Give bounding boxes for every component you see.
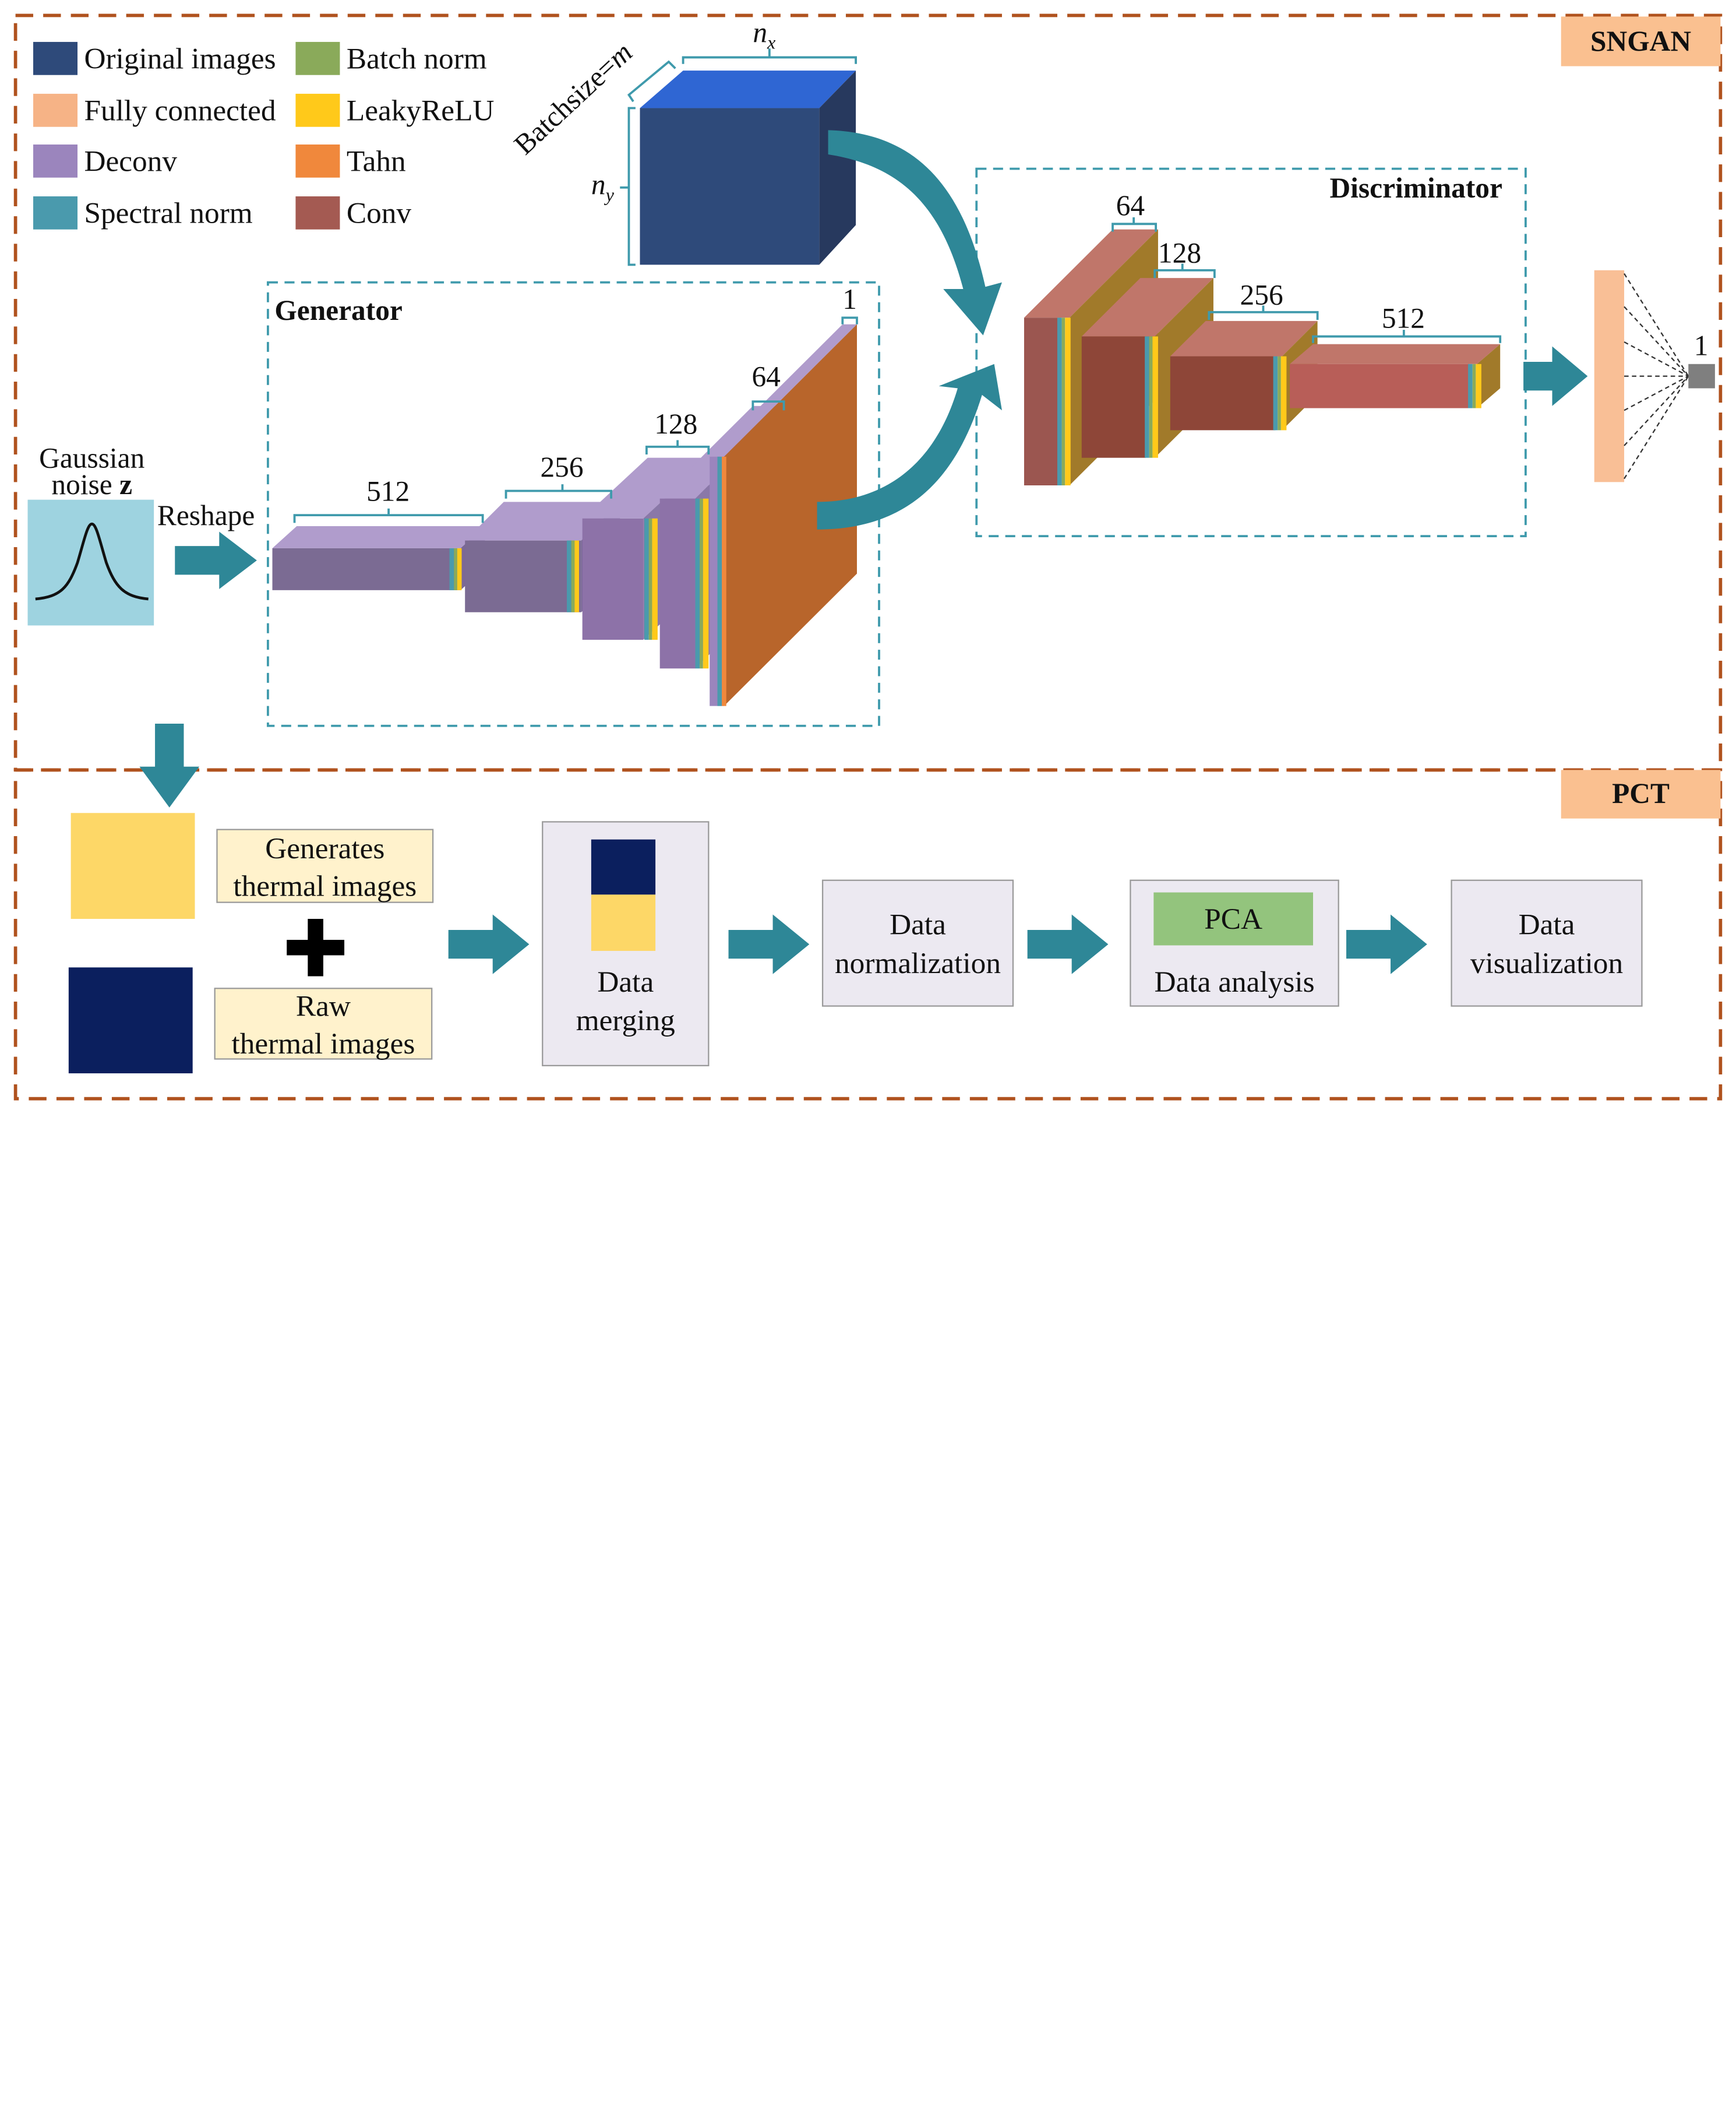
reshape-label: Reshape — [157, 499, 255, 532]
discriminator-dim-64: 64 — [1116, 189, 1145, 222]
legend-label-deconv: Deconv — [84, 145, 178, 178]
plus-horizontal — [287, 940, 345, 956]
analysis-label: Data analysis — [1154, 965, 1315, 999]
legend-swatches — [33, 41, 340, 230]
normalization-label: Data normalization — [823, 905, 1013, 983]
visualization-label: Data visualization — [1452, 905, 1642, 983]
pct-blocks — [68, 813, 1643, 1074]
down-arrow — [139, 723, 200, 808]
raw-line1: Raw — [295, 989, 351, 1023]
generates-line1: Generates — [265, 831, 385, 865]
legend-swatch-fully-connected — [33, 93, 78, 127]
generates-label-box — [216, 829, 434, 903]
legend-swatch-leakyrelu — [295, 93, 340, 127]
nx-label: nx — [753, 17, 775, 53]
pct-arrow-2 — [728, 914, 810, 974]
pca-label: PCA — [1204, 902, 1263, 936]
reshape-arrow — [175, 531, 257, 589]
pct-tag: PCT — [1561, 770, 1721, 819]
gaussian-noise-text: noise — [51, 468, 120, 501]
merging-label: Data merging — [542, 963, 708, 1041]
visualization-line2: visualization — [1470, 946, 1624, 980]
real-images-arrow — [828, 130, 1002, 336]
sngan-tag: SNGAN — [1561, 16, 1721, 66]
ny-sub: y — [605, 184, 614, 206]
legend-swatch-original-images — [33, 41, 78, 75]
legend-label-tahn: Tahn — [346, 145, 406, 178]
raw-label: Raw thermal images — [215, 987, 432, 1062]
legend-label-batch-norm: Batch norm — [346, 41, 487, 75]
merging-raw-part — [591, 839, 656, 895]
raw-image-swatch — [68, 967, 193, 1074]
visualization-box — [1451, 879, 1643, 1007]
legend-swatch-batch-norm — [295, 41, 340, 75]
gaussian-label: Gaussian noise z — [32, 442, 151, 501]
generator-dim-1: 1 — [842, 283, 857, 316]
gaussian-noise-plot — [27, 499, 154, 626]
generator-dim-64: 64 — [751, 361, 781, 393]
sngan-frame — [13, 13, 1723, 772]
legend-label-spectral-norm: Spectral norm — [84, 196, 253, 230]
merging-line1: Data — [597, 965, 654, 999]
diagram-graphics — [13, 13, 1723, 1101]
legend-label-original-images: Original images — [84, 41, 276, 75]
pct-arrow-1 — [448, 914, 530, 974]
raw-label-box — [214, 988, 433, 1060]
normalization-line2: normalization — [835, 946, 1001, 980]
discriminator-dim-256: 256 — [1240, 279, 1283, 311]
fake-images-arrow — [817, 364, 1002, 530]
section-frames — [13, 13, 1723, 1101]
pct-arrow-4 — [1346, 914, 1427, 974]
legend-label-conv: Conv — [346, 196, 412, 230]
generates-line2: thermal images — [233, 869, 417, 903]
generator-layers — [272, 316, 858, 706]
pct-arrow-3 — [1027, 914, 1109, 974]
legend-label-leakyrelu: LeakyReLU — [346, 93, 495, 127]
nx-base: n — [753, 16, 768, 49]
visualization-line1: Data — [1518, 908, 1575, 941]
merging-line2: merging — [576, 1003, 675, 1037]
discriminator-output-arrow — [1523, 346, 1588, 406]
generated-image-swatch — [70, 813, 195, 919]
discriminator-dim-512: 512 — [1381, 302, 1425, 334]
legend-label-fully-connected: Fully connected — [84, 93, 276, 127]
normalization-box — [821, 879, 1014, 1007]
legend-swatch-spectral-norm — [33, 196, 78, 230]
nx-sub: x — [767, 32, 776, 54]
discriminator-layers — [1024, 217, 1502, 486]
original-images-cube — [620, 48, 857, 266]
pca-box — [1153, 892, 1313, 946]
ny-label: ny — [591, 170, 614, 206]
legend-swatch-tahn — [295, 145, 340, 178]
discriminator-dim-128: 128 — [1158, 237, 1202, 269]
output-label: 1 — [1693, 330, 1709, 362]
merging-generated-part — [591, 894, 656, 951]
ny-base: n — [591, 168, 606, 201]
gaussian-line2: noise z — [32, 468, 151, 501]
generator-title: Generator — [274, 294, 403, 327]
normalization-line1: Data — [890, 908, 946, 941]
generator-dim-512: 512 — [366, 475, 410, 508]
legend-swatch-conv — [295, 196, 340, 230]
raw-line2: thermal images — [231, 1027, 415, 1060]
legend-swatch-deconv — [33, 145, 78, 178]
noise-var: z — [119, 468, 133, 501]
pct-frame — [13, 768, 1723, 1101]
generator-dim-128: 128 — [654, 408, 698, 440]
flow-arrows — [139, 130, 1588, 974]
generates-label: Generates thermal images — [217, 830, 433, 905]
generator-dim-256: 256 — [540, 451, 584, 484]
discriminator-frame — [975, 167, 1527, 537]
fully-connected-output — [1594, 270, 1715, 482]
discriminator-title: Discriminator — [1329, 172, 1502, 205]
gaussian-line1: Gaussian — [39, 442, 145, 475]
